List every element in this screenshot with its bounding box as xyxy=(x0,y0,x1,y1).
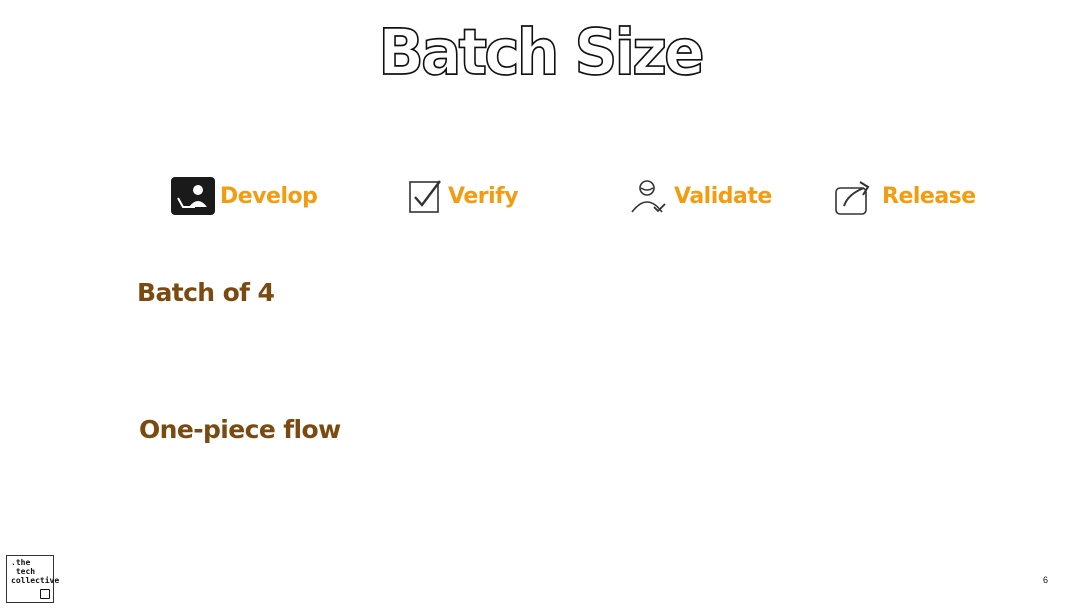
stage-label-verify: Verify xyxy=(448,183,519,209)
stage-validate: Validate xyxy=(630,174,772,218)
checkbox-icon xyxy=(408,176,444,216)
user-check-icon xyxy=(630,176,670,216)
page-number: 6 xyxy=(1042,575,1048,585)
row-label-batch: Batch of 4 xyxy=(137,278,275,307)
stage-label-develop: Develop xyxy=(220,183,318,209)
slide-title: Batch Size xyxy=(377,15,705,90)
logo-square-icon xyxy=(40,589,50,599)
stage-verify: Verify xyxy=(408,174,519,218)
row-label-one-piece-flow: One-piece flow xyxy=(139,415,341,444)
logo-text: .the tech collective xyxy=(11,558,60,585)
share-export-icon xyxy=(834,176,878,216)
brand-logo: .the tech collective xyxy=(6,555,59,603)
stage-label-validate: Validate xyxy=(674,183,772,209)
stage-release: Release xyxy=(834,174,976,218)
stage-label-release: Release xyxy=(882,183,976,209)
stage-develop: Develop xyxy=(170,174,318,218)
developer-at-laptop-icon xyxy=(170,176,216,216)
